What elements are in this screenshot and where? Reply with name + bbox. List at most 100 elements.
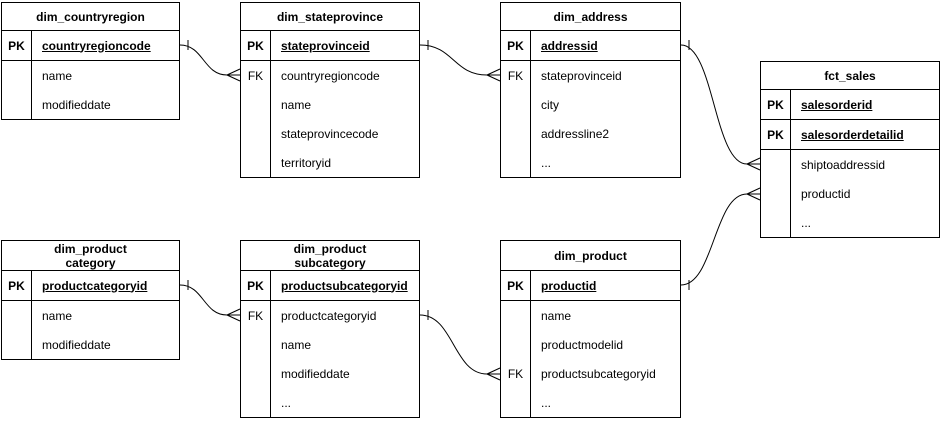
empty-label xyxy=(241,90,270,119)
empty-label xyxy=(501,330,530,359)
entity-title: dim_product subcategory xyxy=(241,241,419,271)
field-name: stateprovincecode xyxy=(281,126,379,141)
body-label-column: FK xyxy=(241,301,271,417)
body-label-column xyxy=(761,150,791,237)
pk-field-name: countryregioncode xyxy=(42,38,151,53)
relationship-subcategory-to-product[interactable] xyxy=(419,310,501,381)
pk-row: PK addressid xyxy=(501,31,680,61)
field-name: modifieddate xyxy=(42,97,111,112)
entity-title: dim_product category xyxy=(2,241,179,271)
pk-label: PK xyxy=(2,31,32,60)
relationship-address-to-fctsales[interactable] xyxy=(680,40,761,171)
pk-row: PK salesorderid xyxy=(761,90,939,120)
relationship-line[interactable] xyxy=(179,44,228,76)
pk-row: PK productcategoryid xyxy=(2,271,179,301)
pk-field-name: salesorderid xyxy=(801,97,873,112)
empty-label xyxy=(2,90,31,119)
empty-label xyxy=(501,388,530,417)
fk-label: FK xyxy=(247,308,264,323)
empty-label xyxy=(761,208,790,237)
body-field-column: shiptoaddressid productid... xyxy=(791,150,939,237)
field-name: ... xyxy=(541,155,552,170)
pk-row: PK countryregioncode xyxy=(2,31,179,61)
pk-label: PK xyxy=(2,271,32,300)
relationship-line[interactable] xyxy=(419,314,488,375)
pk-field-name: productcategoryid xyxy=(42,278,148,293)
cardinality-many-crowfoot xyxy=(226,308,241,322)
field-name: territoryid xyxy=(281,155,332,170)
relationship-line[interactable] xyxy=(680,44,748,165)
relationship-line[interactable] xyxy=(680,193,748,286)
pk-field-name: stateprovinceid xyxy=(281,38,370,53)
field-name: stateprovinceid xyxy=(541,68,622,83)
entity-title: dim_stateprovince xyxy=(241,3,419,31)
entity-dim-productcategory[interactable]: dim_product category PK productcategoryid… xyxy=(1,240,180,360)
empty-label xyxy=(501,301,530,330)
field-name: ... xyxy=(281,395,292,410)
cardinality-many-crowfoot xyxy=(226,68,241,82)
relationship-productcategory-to-subcategory[interactable] xyxy=(179,280,241,322)
entity-body: name modifieddate xyxy=(2,301,179,359)
field-name: modifieddate xyxy=(42,337,111,352)
body-label-column: FK xyxy=(241,61,271,177)
field-name: name xyxy=(281,337,312,352)
pk-label: PK xyxy=(501,31,531,60)
field-name: productid xyxy=(801,186,851,201)
entity-rows: PK productcategoryid name modifieddate xyxy=(2,271,179,359)
cardinality-many-crowfoot xyxy=(486,68,501,82)
fk-label: FK xyxy=(247,68,264,83)
empty-label xyxy=(241,330,270,359)
body-label-column: FK xyxy=(501,301,531,417)
field-name: name xyxy=(541,308,572,323)
pk-field-name: productid xyxy=(541,278,597,293)
field-name: name xyxy=(42,308,73,323)
entity-dim-countryregion[interactable]: dim_countryregion PK countryregioncode nam… xyxy=(1,2,180,120)
field-name: productcategoryid xyxy=(281,308,377,323)
pk-label: PK xyxy=(761,90,791,119)
relationship-product-to-fctsales[interactable] xyxy=(680,187,761,290)
relationship-countryregion-to-stateprovince[interactable] xyxy=(179,40,241,82)
relationship-stateprovince-to-address[interactable] xyxy=(419,40,501,82)
empty-label xyxy=(761,179,790,208)
relationship-line[interactable] xyxy=(179,284,228,316)
entity-title: dim_product xyxy=(501,241,680,271)
relationship-line[interactable] xyxy=(419,44,488,76)
field-name: shiptoaddressid xyxy=(801,157,886,172)
cardinality-many-crowfoot xyxy=(746,157,761,171)
field-name: ... xyxy=(541,395,552,410)
field-name: productmodelid xyxy=(541,337,624,352)
pk-field-name: salesorderdetailid xyxy=(801,127,904,142)
empty-label xyxy=(2,330,31,359)
body-field-column: productcategoryid name modifieddate... xyxy=(271,301,419,417)
body-field-column: name modifieddate xyxy=(32,301,179,359)
field-name: modifieddate xyxy=(281,366,350,381)
entity-title: fct_sales xyxy=(761,62,939,90)
body-label-column: FK xyxy=(501,61,531,177)
empty-label xyxy=(2,61,31,90)
field-name: ... xyxy=(801,215,812,230)
entity-title: dim_countryregion xyxy=(2,3,179,31)
field-name: name xyxy=(281,97,312,112)
pk-field-name: addressid xyxy=(541,38,598,53)
empty-label xyxy=(501,148,530,177)
